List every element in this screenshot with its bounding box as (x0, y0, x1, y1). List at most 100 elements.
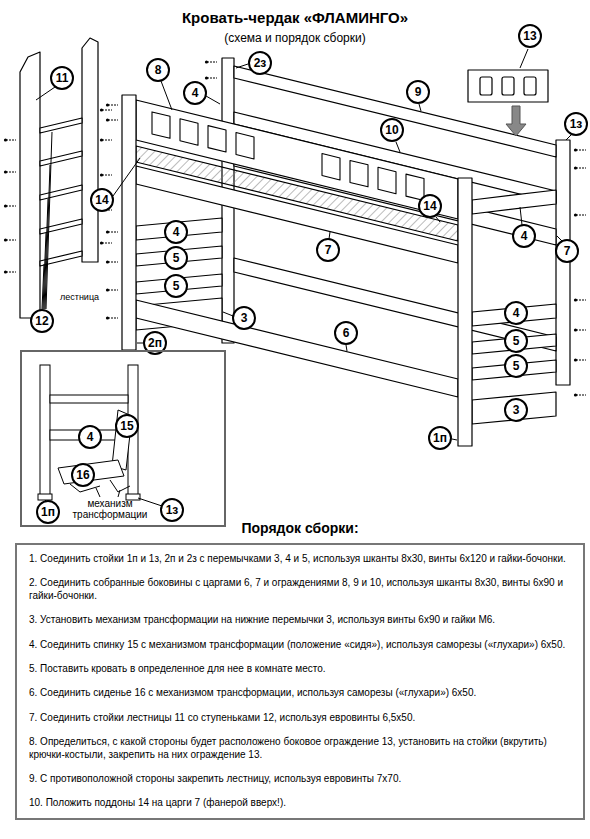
callout-number: 1з (564, 112, 588, 136)
leader-line (520, 207, 522, 225)
callout-number: 5 (504, 329, 528, 353)
ladder-label: лестница (60, 292, 99, 302)
crossbar (472, 190, 556, 214)
callout-text: 1з (166, 503, 179, 517)
post (458, 178, 472, 446)
post (40, 365, 50, 495)
side-guard (468, 70, 548, 102)
window (502, 77, 514, 95)
leader-line (113, 158, 140, 196)
callout-number: 4 (164, 220, 188, 244)
callout-text: 1п (41, 505, 55, 519)
callout-text: 8 (155, 63, 162, 77)
screw (574, 358, 586, 361)
callout-text: 5 (173, 279, 180, 293)
ladder-step (40, 219, 82, 234)
callout-number: 5 (164, 274, 188, 298)
callout-text: 15 (120, 419, 133, 433)
callout-text: 3 (513, 403, 520, 417)
callout-text: 4 (521, 229, 528, 243)
panel-window (350, 160, 368, 186)
screw (100, 108, 112, 111)
ladder-rail (82, 38, 98, 262)
callout-text: 7 (325, 243, 332, 257)
leader-line (436, 217, 440, 222)
screw (106, 260, 118, 263)
panel-window (208, 126, 226, 152)
callout-text: 14 (95, 193, 108, 207)
screw (4, 204, 16, 207)
screw (106, 118, 118, 121)
screw (106, 103, 118, 106)
callout-text: 5 (513, 334, 520, 348)
callout-number: 11 (50, 66, 74, 90)
screw (574, 328, 586, 331)
callout-number: 16 (71, 463, 95, 487)
callout-number: 10 (380, 118, 404, 142)
screw (574, 213, 586, 216)
ladder-step (40, 118, 82, 133)
screw (4, 238, 16, 241)
callout-text: 5 (513, 359, 520, 373)
screw (4, 170, 16, 173)
leader-line (138, 498, 162, 506)
callout-text: 13 (523, 29, 536, 43)
callout-number: 1п (36, 500, 60, 524)
screw (100, 241, 112, 244)
leader-line (46, 132, 52, 309)
screw (100, 138, 112, 141)
callout-number: 7 (316, 238, 340, 262)
leader-line (452, 439, 457, 440)
screw (106, 316, 118, 319)
callout-number: 1п (428, 426, 452, 450)
assembly-step: 7. Соединить стойки лестницы 11 со ступе… (29, 712, 571, 725)
rail (136, 300, 458, 397)
screw (574, 298, 586, 301)
foot (38, 494, 52, 500)
callout-text: 12 (35, 314, 48, 328)
callout-text: 1п (433, 431, 447, 445)
screw (106, 230, 118, 233)
callout-text: 6 (343, 326, 350, 340)
crossbar (472, 392, 556, 424)
arrow (506, 106, 526, 136)
callout-number: 4 (78, 425, 102, 449)
ladder-step (40, 185, 82, 200)
assembly-step: 3. Установить механизм трансформации на … (29, 614, 571, 627)
leader-line (396, 142, 400, 152)
ladder-rail (20, 52, 40, 318)
panel-window (180, 119, 198, 145)
screw (205, 76, 217, 79)
leader-line (45, 165, 50, 309)
callout-number: 7 (555, 239, 579, 263)
ladder-step (40, 151, 82, 166)
callout-text: 4 (173, 225, 180, 239)
callout-text: 14 (423, 199, 436, 213)
leader-line (36, 87, 55, 100)
callout-number: 13 (518, 24, 542, 48)
section-heading: Порядок сборки: (17, 520, 583, 538)
callout-text: 10 (385, 123, 398, 137)
subtitle: (схема и порядок сборки) (0, 31, 590, 45)
callout-text: 16 (76, 468, 89, 482)
callout-number: 14 (90, 188, 114, 212)
screw (574, 166, 586, 169)
callout-text: 5 (173, 251, 180, 265)
callout-number: 4 (512, 224, 536, 248)
callout-number: 3 (504, 398, 528, 422)
assembly-step: 8. Определиться, с какой стороны будет р… (29, 736, 571, 761)
post (122, 95, 136, 350)
callout-number: 1з (160, 498, 184, 522)
title: Кровать-чердак «ФЛАМИНГО» (0, 9, 590, 26)
callout-number: 4 (504, 301, 528, 325)
panel-window (378, 167, 396, 193)
panel-window (322, 154, 340, 180)
callout-text: 11 (56, 71, 69, 85)
assembly-step: 9. С противоположной стороны закрепить л… (29, 773, 571, 786)
callout-number: 9 (406, 80, 430, 104)
assembly-step: 5. Поставить кровать в определенное для … (29, 663, 571, 676)
assembly-step: 6. Соединить сиденье 16 с механизмом тра… (29, 687, 571, 700)
leader-line (118, 490, 120, 497)
callout-text: 2з (254, 56, 267, 70)
callout-text: 1з (570, 117, 583, 131)
